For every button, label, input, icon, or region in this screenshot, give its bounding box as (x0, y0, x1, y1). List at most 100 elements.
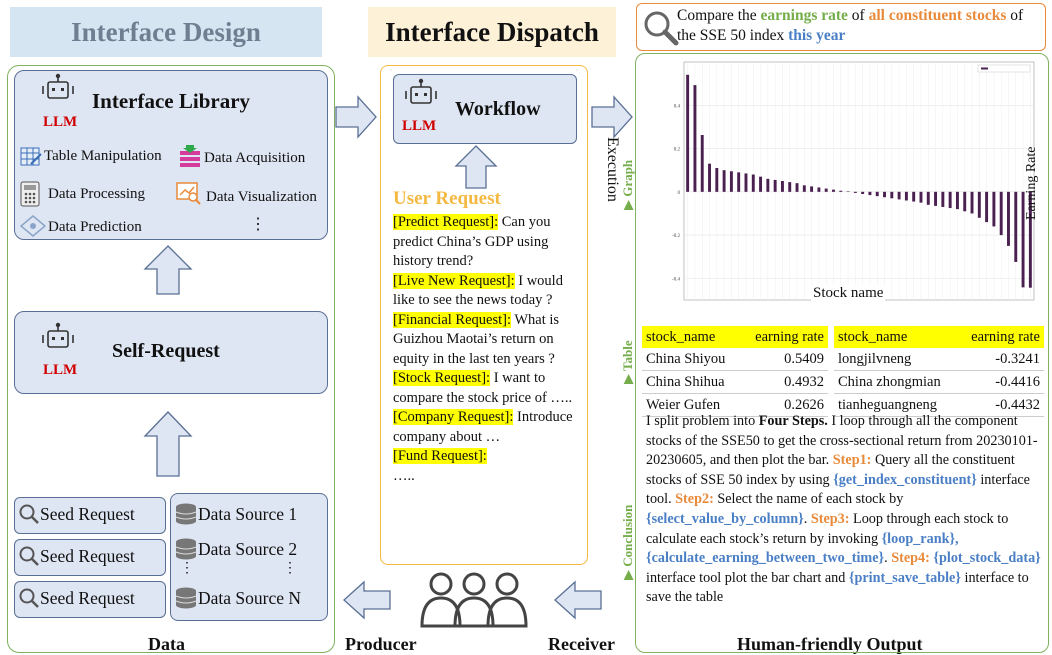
chart-xlabel: Stock name (811, 285, 886, 302)
library-more-dots: ⋮ (250, 216, 266, 233)
chart-bar (1007, 191, 1010, 246)
prediction-icon (20, 215, 46, 237)
chart-bar (1021, 191, 1025, 288)
chart-bar (751, 174, 755, 192)
chart-bar (919, 191, 923, 203)
chart-ylabel-wrap: Earning Rate (1024, 147, 1044, 230)
seed-request-label: Seed Request (40, 545, 135, 566)
chart-bar (722, 170, 726, 192)
earnings-bar-chart: -0.4-0.200.20.4 (648, 56, 1043, 326)
chart-bar (773, 179, 777, 192)
chart-bar (737, 172, 741, 192)
chart-bar (686, 74, 690, 192)
chart-bar (700, 135, 704, 192)
search-icon (19, 588, 39, 608)
seed-request-label: Seed Request (40, 503, 135, 524)
robot-icon (42, 73, 74, 99)
data-source-label: Data Source N (198, 587, 302, 608)
y-tick-label: 0 (678, 191, 681, 196)
robot-icon (42, 322, 74, 348)
chart-bar (759, 176, 763, 192)
label-receiver: Receiver (548, 634, 615, 654)
table-row: longjilvneng-0.3241 (834, 348, 1044, 371)
chart-bar (1014, 191, 1018, 262)
chart-bar (912, 191, 916, 202)
data-source-card (170, 493, 328, 621)
chart-bar (992, 191, 996, 227)
interface-dispatch-title: Interface Dispatch (385, 16, 599, 47)
chart-bar (890, 191, 894, 199)
seed-request-1 (14, 497, 166, 534)
user-request-list: [Predict Request]: Can you predict China… (393, 213, 583, 486)
library-item-table-manipulation: Table Manipulation (44, 148, 162, 164)
source-dots: ⋮ (283, 561, 297, 576)
self-request-title: Self-Request (112, 340, 220, 362)
label-output: Human-friendly Output (737, 634, 923, 654)
search-icon (644, 11, 679, 46)
seed-row-1: Seed Request (18, 503, 135, 525)
database-icon (175, 587, 197, 609)
users-group-icon (420, 572, 528, 628)
database-icon (175, 503, 197, 525)
llm-label-workflow: LLM (402, 118, 437, 134)
request-item: [Stock Request]: I want to compare the s… (393, 370, 573, 406)
seed-dots: ⋮ (180, 561, 194, 576)
llm-label-library: LLM (43, 114, 78, 130)
chart-bar (780, 181, 784, 192)
chart-bar (824, 188, 828, 192)
chart-bar (839, 190, 843, 192)
up-arrow-self-request (143, 411, 193, 477)
data-source-label: Data Source 1 (198, 503, 298, 524)
request-item: [Financial Request]: What is Guizhou Mao… (393, 311, 560, 367)
llm-label-self-request: LLM (43, 362, 78, 378)
chart-bar (904, 191, 908, 201)
left-arrow-producer-data (343, 580, 391, 620)
request-item: [Company Request]: Introduce company abo… (393, 409, 573, 445)
right-arrow-workflow-output (591, 95, 633, 139)
chart-bar (802, 185, 806, 192)
chart-bar (875, 191, 879, 197)
chart-bar (897, 191, 901, 200)
seed-request-2 (14, 539, 166, 576)
play-icon: ▶ (620, 566, 635, 580)
chart-bar (795, 183, 799, 192)
y-tick-label: 0.4 (674, 104, 681, 109)
up-arrow-library (143, 245, 193, 295)
play-icon: ▶ (620, 196, 635, 210)
chart-bar (985, 191, 989, 223)
library-item-data-visualization: Data Visualization (206, 189, 317, 205)
calculator-icon (20, 181, 40, 207)
chart-bar (715, 168, 719, 192)
interface-dispatch-header: Interface Dispatch (368, 7, 616, 57)
label-data: Data (148, 634, 185, 654)
chart-bar (788, 182, 792, 192)
table-row: China zhongmian-0.4416 (834, 370, 1044, 394)
right-arrow-library-workflow (335, 95, 377, 139)
chart-bar (934, 191, 938, 206)
output-panel (635, 53, 1049, 653)
source-row-3: Data Source N (174, 587, 301, 609)
table-row: tianheguangneng-0.4432 (834, 393, 1044, 417)
legend-box (977, 64, 1031, 73)
conclusion-text: I split problem into Four Steps. I loop … (646, 413, 1041, 606)
chart-bar (868, 191, 872, 196)
seed-request-3 (14, 581, 166, 618)
library-item-data-acquisition: Data Acquisition (204, 150, 306, 166)
library-item-data-prediction: Data Prediction (48, 219, 142, 235)
left-arrow-receiver-producer (554, 580, 602, 620)
chart-bar (729, 171, 733, 192)
chart-bar (948, 191, 952, 209)
chart-search-icon (176, 182, 201, 205)
user-request-title: User Request (393, 188, 501, 209)
query-text: Compare the earnings rate of all constit… (677, 7, 1024, 44)
workflow-title: Workflow (455, 98, 541, 120)
database-icon (175, 538, 197, 560)
chart-bar (955, 191, 959, 210)
interface-library-title: Interface Library (92, 89, 251, 113)
chart-bar (817, 187, 821, 192)
data-source-label: Data Source 2 (198, 538, 298, 559)
